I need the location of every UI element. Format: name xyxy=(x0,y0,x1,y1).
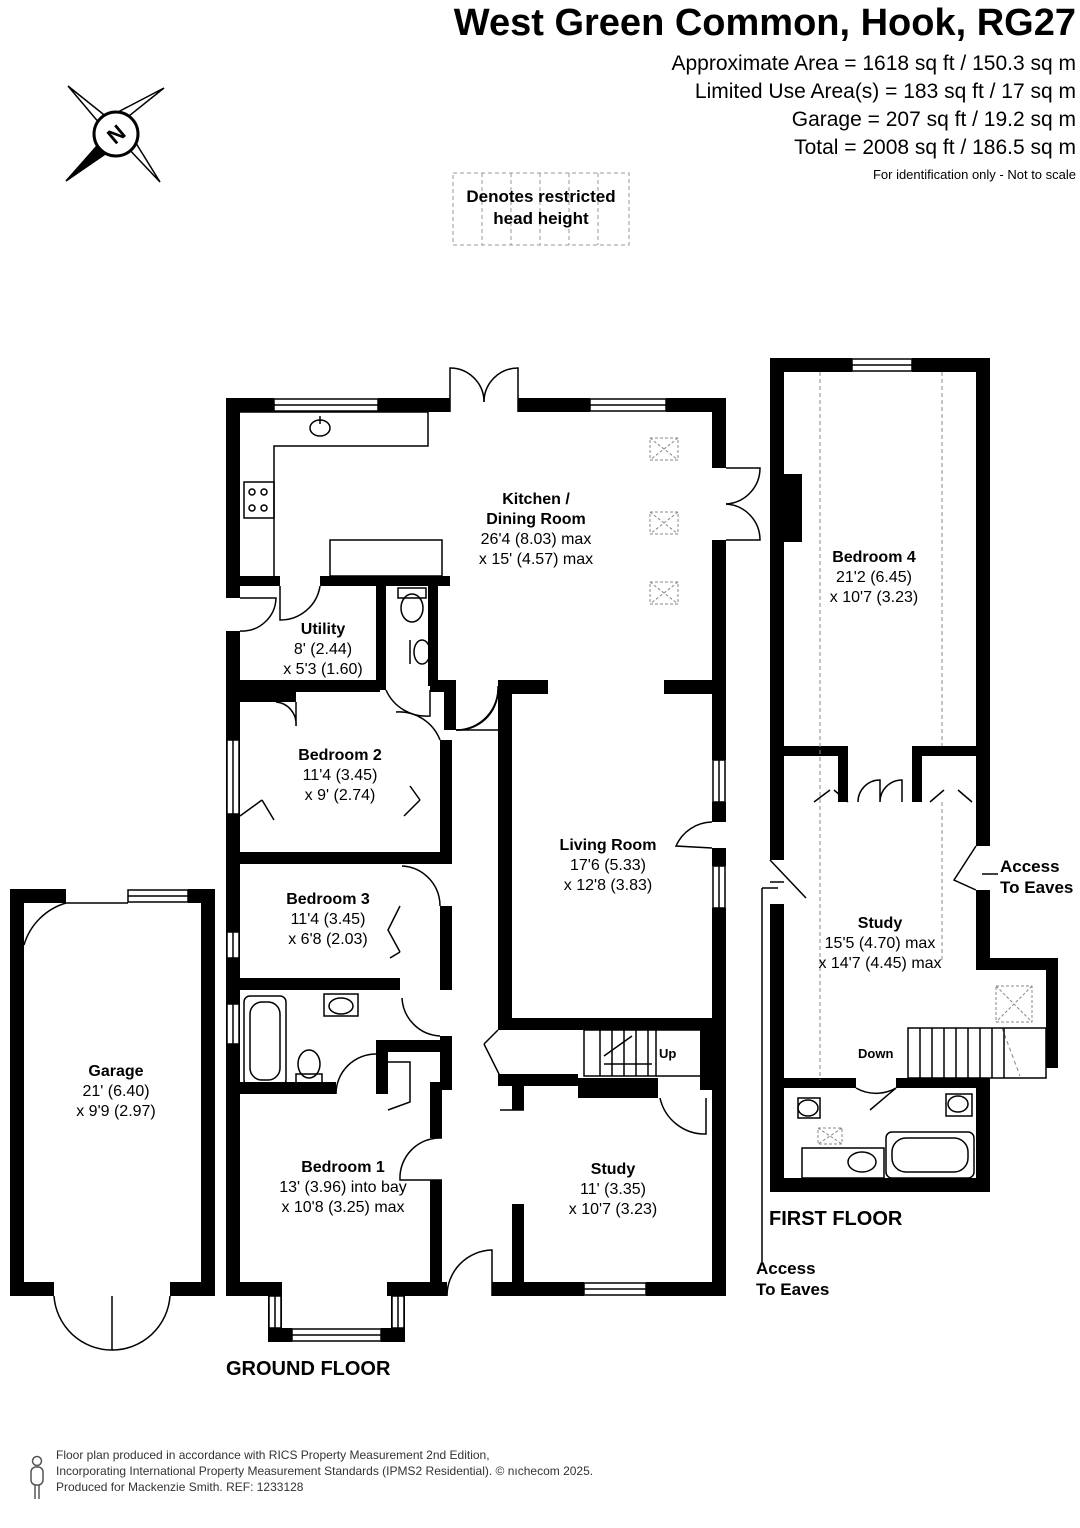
room-name: Dining Room xyxy=(486,511,586,528)
stairs-up-label: Up xyxy=(659,1046,677,1061)
room-living: Living Room 17'6 (5.33) x 12'8 (3.83) xyxy=(538,836,678,896)
room-dimension: x 15' (4.57) max xyxy=(478,551,594,568)
room-dimension: x 10'8 (3.25) max xyxy=(281,1199,405,1216)
scale-disclaimer: For identification only - Not to scale xyxy=(872,167,1076,182)
limited-use-area: Limited Use Area(s) = 183 sq ft / 17 sq … xyxy=(694,80,1076,103)
room-dimension: x 6'8 (2.03) xyxy=(288,931,368,948)
access-to-eaves-right: Access To Eaves xyxy=(1000,856,1073,898)
access-line-1: Access xyxy=(1000,857,1060,876)
room-name: Living Room xyxy=(559,837,657,854)
room-dimension: 15'5 (4.70) max xyxy=(824,935,936,952)
room-dimension: 17'6 (5.33) xyxy=(570,857,646,874)
restricted-head-height-legend: Denotes restricted head height xyxy=(453,186,629,230)
first-floor-stairs xyxy=(907,1027,1047,1079)
room-dimension: 11' (3.35) xyxy=(580,1181,646,1198)
person-scale-icon xyxy=(30,1455,44,1499)
approximate-area: Approximate Area = 1618 sq ft / 150.3 sq… xyxy=(671,52,1077,75)
room-kitchen-dining: Kitchen / Dining Room 26'4 (8.03) max x … xyxy=(456,490,616,570)
stairs-down-label: Down xyxy=(858,1046,894,1061)
room-name: Bedroom 2 xyxy=(298,747,382,764)
room-study-first: Study 15'5 (4.70) max x 14'7 (4.45) max xyxy=(800,914,960,974)
first-floor-windows xyxy=(851,358,913,372)
ground-floor-doors xyxy=(239,367,761,1297)
first-floor-doors xyxy=(769,779,977,1179)
room-name: Garage xyxy=(88,1063,144,1080)
total-area: Total = 2008 sq ft / 186.5 sq m xyxy=(794,136,1076,159)
footer-line-2: Incorporating International Property Mea… xyxy=(56,1464,594,1478)
compass-north-icon: N xyxy=(65,85,165,183)
access-line-1: Access xyxy=(756,1259,816,1278)
room-dimension: x 10'7 (3.23) xyxy=(829,589,919,606)
legend-line-1: Denotes restricted xyxy=(466,187,616,206)
room-garage: Garage 21' (6.40) x 9'9 (2.97) xyxy=(56,1062,176,1122)
ground-floor-label: GROUND FLOOR xyxy=(226,1358,391,1380)
ground-floor-windows xyxy=(226,398,726,1342)
room-bedroom-2: Bedroom 2 11'4 (3.45) x 9' (2.74) xyxy=(280,746,400,806)
kitchen-fittings xyxy=(240,411,443,577)
room-name: Bedroom 1 xyxy=(301,1159,385,1176)
footer-notes: Floor plan produced in accordance with R… xyxy=(56,1447,593,1495)
room-dimension: 21'2 (6.45) xyxy=(836,569,912,586)
room-bedroom-4: Bedroom 4 21'2 (6.45) x 10'7 (3.23) xyxy=(814,548,934,608)
first-floor-walls xyxy=(770,358,1058,1192)
skylights xyxy=(649,437,1033,1145)
ground-bathroom-fixtures xyxy=(243,587,431,1087)
room-dimension: 26'4 (8.03) max xyxy=(480,531,592,548)
room-name: Kitchen / xyxy=(502,491,570,508)
room-name: Study xyxy=(590,1161,636,1178)
room-dimension: x 5'3 (1.60) xyxy=(283,661,363,678)
room-name: Bedroom 3 xyxy=(286,891,370,908)
room-bedroom-3: Bedroom 3 11'4 (3.45) x 6'8 (2.03) xyxy=(268,890,388,950)
legend-line-2: head height xyxy=(493,209,589,228)
room-bedroom-1: Bedroom 1 13' (3.96) into bay x 10'8 (3.… xyxy=(248,1158,438,1218)
footer-line-3: Produced for Mackenzie Smith. REF: 12331… xyxy=(56,1480,304,1494)
room-dimension: x 9' (2.74) xyxy=(304,787,376,804)
first-floor-label: FIRST FLOOR xyxy=(769,1208,903,1230)
room-dimension: 11'4 (3.45) xyxy=(290,911,366,928)
room-study-ground: Study 11' (3.35) x 10'7 (3.23) xyxy=(548,1160,678,1220)
room-dimension: 11'4 (3.45) xyxy=(302,767,378,784)
access-to-eaves-arrows xyxy=(761,873,998,1264)
room-utility: Utility 8' (2.44) x 5'3 (1.60) xyxy=(263,620,383,680)
room-dimension: 13' (3.96) into bay xyxy=(279,1179,407,1196)
room-dimension: x 14'7 (4.45) max xyxy=(818,955,942,972)
footer-line-1: Floor plan produced in accordance with R… xyxy=(56,1448,490,1462)
access-line-2: To Eaves xyxy=(756,1280,830,1299)
access-to-eaves-bottom: Access To Eaves xyxy=(756,1258,829,1300)
room-name: Study xyxy=(857,915,903,932)
room-dimension: x 10'7 (3.23) xyxy=(568,1201,658,1218)
garage-openings xyxy=(23,889,189,1351)
ground-floor-stairs xyxy=(583,1029,700,1077)
room-dimension: x 9'9 (2.97) xyxy=(76,1103,156,1120)
first-floor-eaves-lines xyxy=(819,372,1021,1080)
restricted-head-height-legend-box xyxy=(452,172,630,246)
room-dimension: x 12'8 (3.83) xyxy=(563,877,653,894)
garage-walls xyxy=(10,889,215,1296)
room-dimension: 21' (6.40) xyxy=(82,1083,150,1100)
room-dimension: 8' (2.44) xyxy=(293,641,353,658)
plan-title: West Green Common, Hook, RG27 xyxy=(453,2,1076,44)
access-line-2: To Eaves xyxy=(1000,878,1074,897)
garage-area: Garage = 207 sq ft / 19.2 sq m xyxy=(791,108,1076,131)
room-name: Utility xyxy=(300,621,346,638)
room-name: Bedroom 4 xyxy=(832,549,916,566)
